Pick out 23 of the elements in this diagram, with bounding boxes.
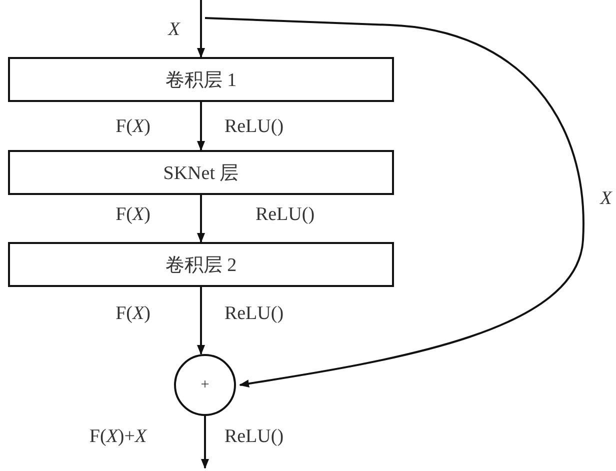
layer-label: 卷积层 1 [165,68,237,92]
arrow [201,416,209,469]
edge-label: X [168,19,180,41]
function-label: F(X)+X [89,426,147,448]
arrow [197,102,205,151]
arrow [204,17,584,388]
activation-label: ReLU() [224,426,284,448]
function-label: F(X) [116,116,150,138]
plus-sign: + [200,376,210,394]
activation-label: ReLU() [224,116,284,138]
layer-label: SKNet 层 [163,162,239,186]
layer-box [8,242,394,287]
arrow [197,195,205,243]
activation-label: ReLU() [255,204,315,226]
activation-label: ReLU() [224,303,284,325]
function-label: F(X) [116,303,150,325]
layer-box [8,150,394,195]
arrow [197,287,205,355]
edge-label: X [600,188,612,210]
function-label: F(X) [116,204,150,226]
arrow [197,0,205,58]
layer-label: 卷积层 2 [165,254,237,278]
layer-box [8,57,394,102]
